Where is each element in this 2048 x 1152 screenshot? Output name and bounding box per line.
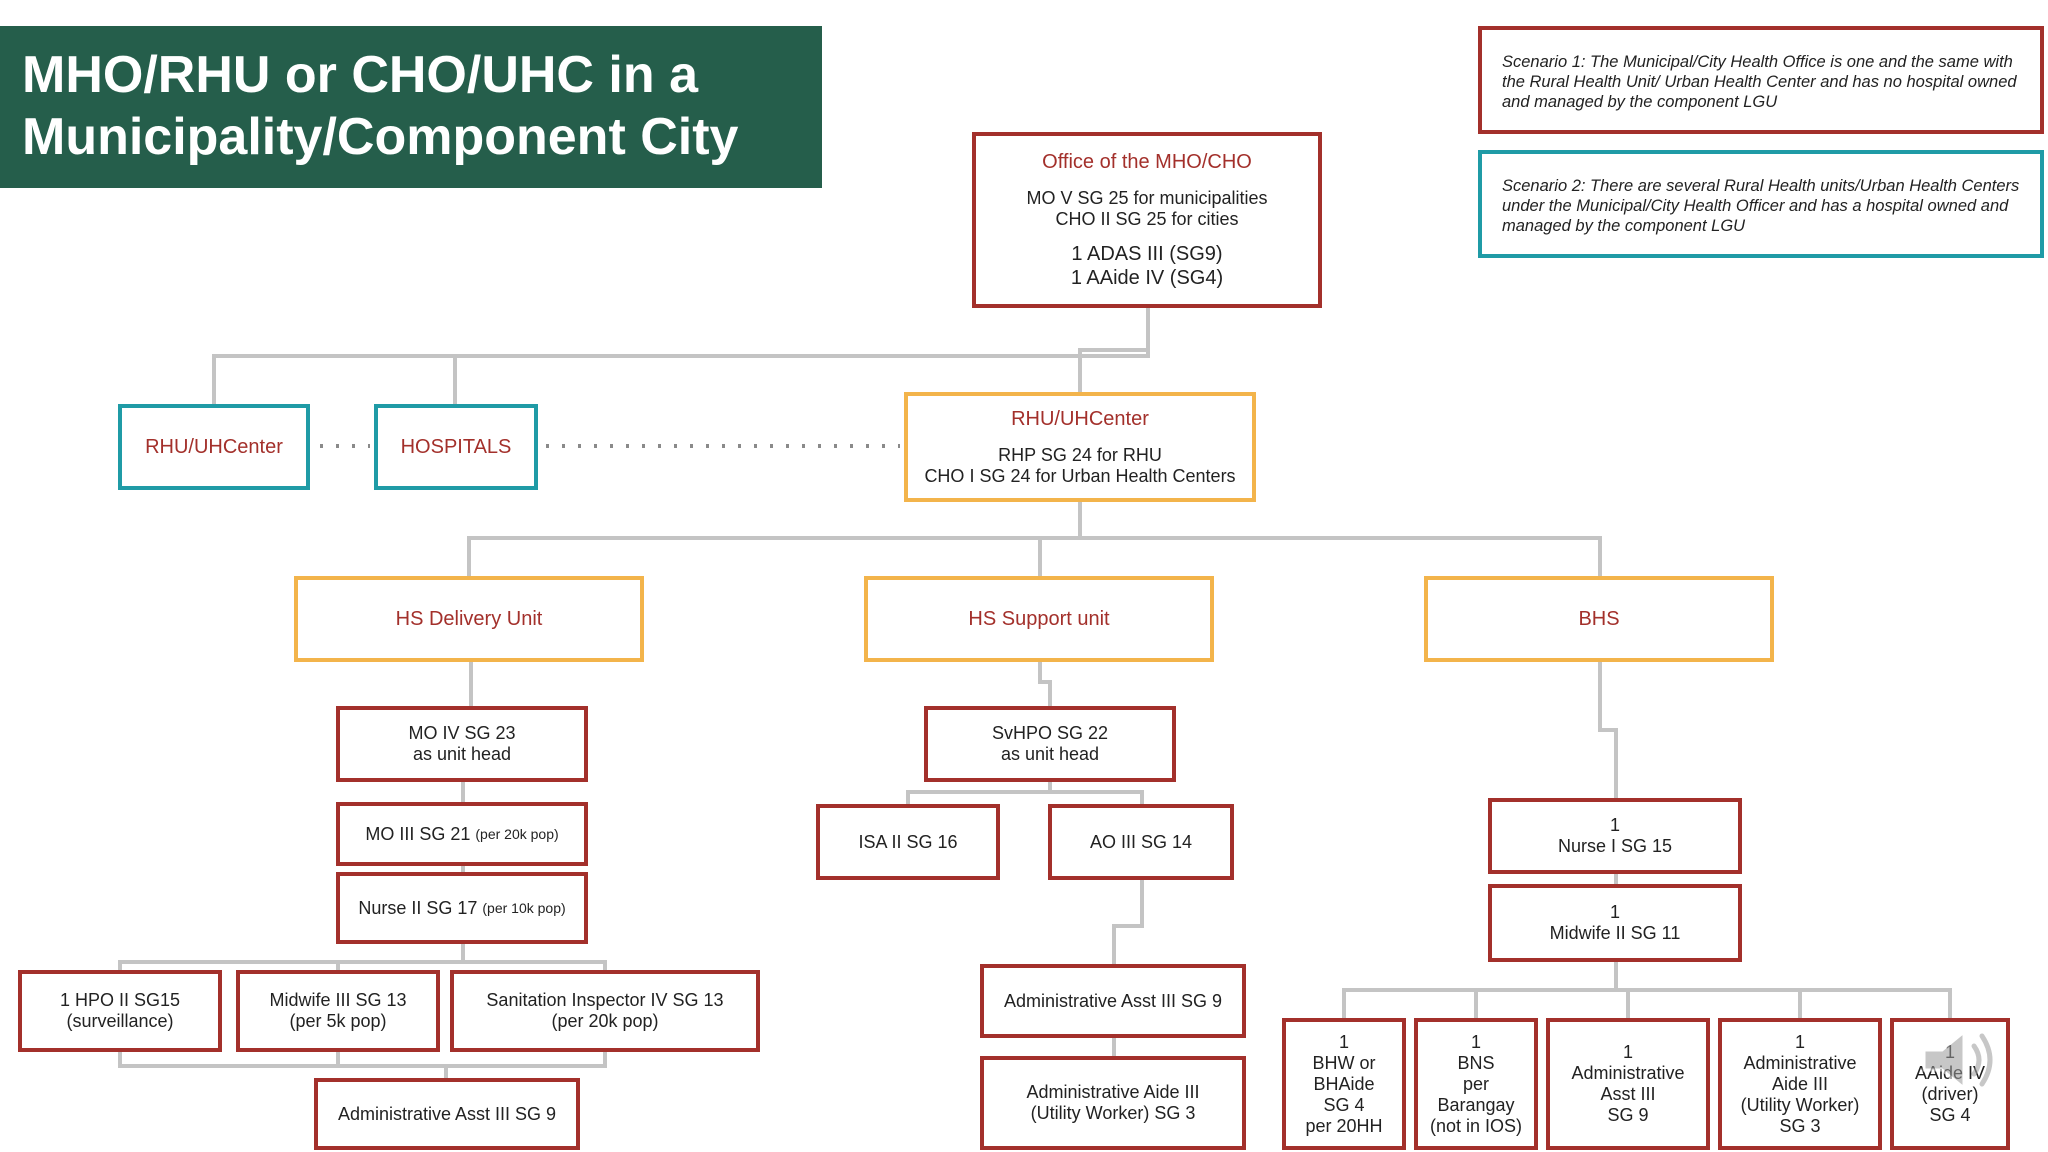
bhs-nurse-count: 1 [1609, 815, 1620, 835]
title-line-1: MHO/RHU or CHO/UHC in a [22, 46, 698, 104]
bhs-admin-aide-line: Aide III [1771, 1073, 1829, 1094]
bhs-admin-asst-box: 1 Administrative Asst III SG 9 [1546, 1018, 1710, 1150]
bns-line: (not in IOS) [1429, 1115, 1523, 1136]
hpo-ii-title: 1 HPO II SG15 [59, 990, 181, 1010]
support-admin-aide-title: Administrative Aide III [1026, 1082, 1200, 1102]
delivery-admin-asst-box: Administrative Asst III SG 9 [314, 1078, 580, 1150]
nurse-ii-note: (per 10k pop) [482, 899, 566, 916]
support-admin-asst-box: Administrative Asst III SG 9 [980, 964, 1246, 1038]
bhw-line: BHAide [1313, 1073, 1375, 1094]
bhs-aaide-box: 1 AAide IV (driver) SG 4 [1890, 1018, 2010, 1150]
title-line-2: Municipality/Component City [22, 108, 739, 166]
bhw-box: 1 BHW or BHAide SG 4 per 20HH [1282, 1018, 1406, 1150]
hs-delivery-unit-box: HS Delivery Unit [294, 576, 644, 662]
sanitation-inspector-box: Sanitation Inspector IV SG 13 (per 20k p… [450, 970, 760, 1052]
bhs-box: BHS [1424, 576, 1774, 662]
mo-iii-note: (per 20k pop) [475, 825, 559, 842]
midwife-iii-box: Midwife III SG 13 (per 5k pop) [236, 970, 440, 1052]
rhu-uhcenter-title: RHU/UHCenter [1011, 408, 1149, 430]
mo-iii-title: MO III SG 21 [365, 823, 471, 844]
bhs-aaide-line: SG 4 [1929, 1105, 1971, 1125]
bhw-line: per 20HH [1305, 1115, 1383, 1136]
nurse-ii-title: Nurse II SG 17 [358, 897, 478, 918]
bhs-midwife-ii-box: 1 Midwife II SG 11 [1488, 884, 1742, 962]
speaker-icon[interactable] [1914, 1020, 2004, 1100]
scenario-2-note: Scenario 2: There are several Rural Heal… [1478, 150, 2044, 258]
hospitals-box: HOSPITALS [374, 404, 538, 490]
mo-iv-role: as unit head [412, 744, 512, 764]
bhs-admin-aide-line: 1 [1794, 1031, 1805, 1052]
hs-support-unit-box: HS Support unit [864, 576, 1214, 662]
mho-staff-adas: 1 ADAS III (SG9) [1071, 243, 1223, 265]
bhs-admin-aide-line: Administrative [1743, 1052, 1857, 1073]
bhs-admin-asst-line: 1 [1622, 1042, 1633, 1062]
svhpo-role: as unit head [1000, 744, 1100, 764]
bhs-admin-asst-line: Administrative [1571, 1063, 1685, 1083]
scenario-1-note: Scenario 1: The Municipal/City Health Of… [1478, 26, 2044, 134]
rhu-position-rhp: RHP SG 24 for RHU [998, 445, 1162, 465]
bhs-midwife-count: 1 [1609, 902, 1620, 922]
bhs-admin-asst-line: Asst III [1600, 1084, 1656, 1104]
nurse-ii-box: Nurse II SG 17 (per 10k pop) [336, 872, 588, 944]
sanitation-inspector-note: (per 20k pop) [551, 1011, 659, 1031]
isa-ii-box: ISA II SG 16 [816, 804, 1000, 880]
bns-box: 1 BNS per Barangay (not in IOS) [1414, 1018, 1538, 1150]
svhpo-title: SvHPO SG 22 [991, 723, 1109, 743]
mo-iii-box: MO III SG 21 (per 20k pop) [336, 802, 588, 866]
bhs-admin-aide-line: SG 3 [1779, 1115, 1821, 1136]
rhu-position-cho: CHO I SG 24 for Urban Health Centers [924, 466, 1236, 486]
bhs-admin-aide-line: (Utility Worker) [1740, 1094, 1860, 1115]
hpo-ii-box: 1 HPO II SG15 (surveillance) [18, 970, 222, 1052]
midwife-iii-title: Midwife III SG 13 [269, 990, 407, 1010]
support-admin-aide-box: Administrative Aide III (Utility Worker)… [980, 1056, 1246, 1150]
bhs-admin-aide-box: 1 Administrative Aide III (Utility Worke… [1718, 1018, 1882, 1150]
support-admin-aide-role: (Utility Worker) SG 3 [1030, 1103, 1196, 1123]
mo-iv-box: MO IV SG 23 as unit head [336, 706, 588, 782]
bhw-line: SG 4 [1323, 1094, 1365, 1115]
bns-line: per [1462, 1073, 1489, 1094]
bhs-nurse-i-box: 1 Nurse I SG 15 [1488, 798, 1742, 874]
mo-iv-title: MO IV SG 23 [408, 723, 516, 743]
svhpo-box: SvHPO SG 22 as unit head [924, 706, 1176, 782]
bhw-line: 1 [1338, 1031, 1349, 1052]
bns-line: BNS [1457, 1052, 1495, 1073]
title-banner: MHO/RHU or CHO/UHC in a Municipality/Com… [0, 26, 822, 188]
mho-staff-aaide: 1 AAide IV (SG4) [1070, 267, 1224, 289]
ao-iii-box: AO III SG 14 [1048, 804, 1234, 880]
hpo-ii-role: (surveillance) [66, 1011, 174, 1031]
rhu-uhcenter-box: RHU/UHCenter RHP SG 24 for RHU CHO I SG … [904, 392, 1256, 502]
midwife-iii-note: (per 5k pop) [289, 1011, 387, 1031]
mho-cho-office-title: Office of the MHO/CHO [1042, 151, 1252, 173]
sanitation-inspector-title: Sanitation Inspector IV SG 13 [486, 990, 724, 1010]
mho-cho-office-box: Office of the MHO/CHO MO V SG 25 for mun… [972, 132, 1322, 308]
bhs-admin-asst-line: SG 9 [1607, 1105, 1649, 1125]
bhs-nurse-title: Nurse I SG 15 [1557, 836, 1673, 856]
bhs-midwife-title: Midwife II SG 11 [1549, 923, 1681, 943]
bns-line: 1 [1470, 1031, 1481, 1052]
mho-position-city: CHO II SG 25 for cities [1055, 209, 1239, 229]
mho-position-municipal: MO V SG 25 for municipalities [1026, 188, 1268, 208]
bhw-line: BHW or [1312, 1052, 1376, 1073]
rhu-uhcenter-side-box: RHU/UHCenter [118, 404, 310, 490]
bns-line: Barangay [1437, 1094, 1515, 1115]
